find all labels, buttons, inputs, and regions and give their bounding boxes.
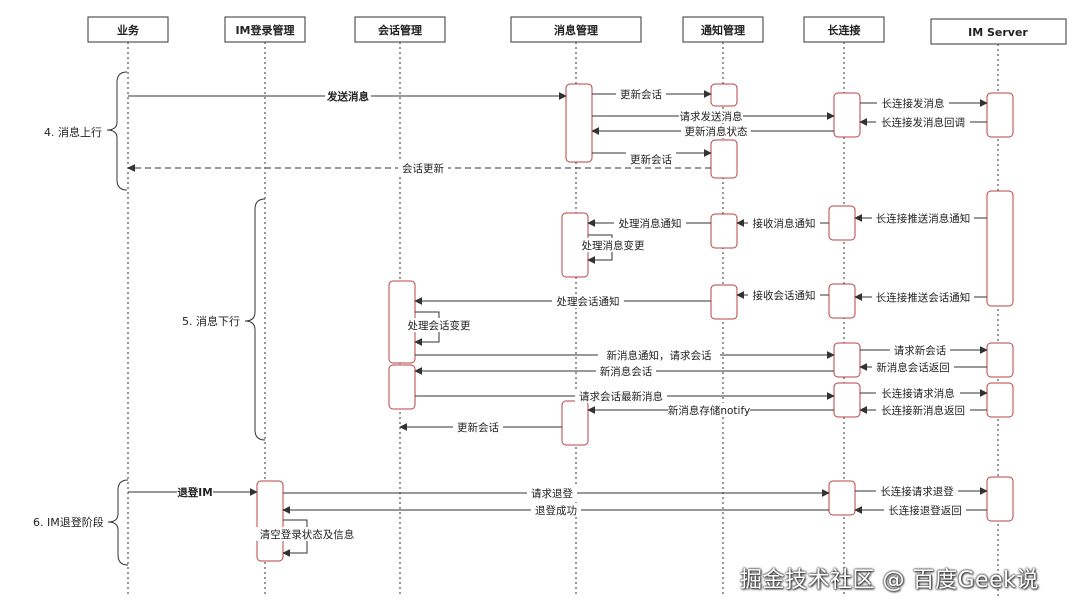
participant-server: IM Server	[930, 18, 1067, 45]
m14-label: 接收会话通知	[753, 289, 816, 302]
m22-label: 长连接请求消息	[881, 387, 955, 400]
activation-server-5	[986, 476, 1014, 522]
m6-label: 更新消息状态	[685, 125, 748, 138]
phase6-brace	[107, 479, 129, 566]
activation-server-4	[986, 382, 1014, 418]
phase4-label: 4. 消息上行	[44, 125, 102, 139]
participant-biz: 业务	[87, 16, 169, 43]
m4-label: 长连接发消息	[882, 97, 945, 110]
m9-label: 长连接推送消息通知	[876, 212, 971, 225]
participant-biz-label: 业务	[117, 23, 140, 37]
m1-label: 发送消息	[326, 90, 369, 103]
m20-label: 新消息会话	[600, 365, 653, 378]
participant-notify-label: 通知管理	[701, 23, 745, 37]
activation-login-1	[256, 480, 284, 562]
phase5-brace	[244, 198, 266, 441]
m2-label: 更新会话	[620, 88, 662, 101]
m11-label: 处理消息通知	[619, 217, 682, 230]
m29-label: 长连接退登返回	[888, 504, 962, 517]
m18-label: 请求新会话	[894, 344, 947, 357]
participant-conn-label: 长连接	[828, 23, 861, 37]
phase4-brace	[106, 71, 128, 191]
participant-msg-label: 消息管理	[554, 23, 598, 37]
m31-label: 清空登录状态及信息	[260, 528, 355, 541]
m21-label: 请求会话最新消息	[579, 390, 663, 403]
activation-msg-1	[565, 83, 593, 163]
m28-label: 长连接请求退登	[880, 485, 954, 498]
m8-label: 会话更新	[402, 162, 444, 175]
participant-notify: 通知管理	[682, 16, 764, 43]
activation-conn-1	[833, 92, 861, 138]
activation-notify-4	[710, 284, 738, 320]
participant-conv: 会话管理	[354, 16, 446, 43]
m15-label: 处理会话通知	[557, 295, 620, 308]
activation-msg-3	[561, 400, 589, 446]
m7-label: 更新会话	[630, 153, 672, 166]
m10-label: 接收消息通知	[753, 217, 816, 230]
activation-server-2	[986, 190, 1014, 307]
activation-server-3	[986, 342, 1014, 378]
activation-conn-4	[833, 342, 861, 378]
m19-label: 新消息会话返回	[876, 361, 950, 374]
m5-label: 长连接发消息回调	[881, 116, 965, 129]
activation-conn-2	[828, 205, 856, 241]
m27-label: 请求退登	[531, 487, 573, 500]
activation-server-1	[986, 92, 1014, 138]
activation-conn-6	[828, 480, 856, 516]
m3-label: 请求发送消息	[680, 110, 743, 123]
activation-conn-3	[828, 283, 856, 319]
participant-login: IM登录管理	[224, 16, 306, 43]
participant-server-label: IM Server	[968, 26, 1028, 39]
phase5-label: 5. 消息下行	[182, 314, 240, 328]
m16-label: 处理会话变更	[408, 319, 471, 332]
m25-label: 更新会话	[457, 421, 499, 434]
activation-notify-2	[710, 139, 738, 179]
m30-label: 退登成功	[535, 504, 577, 517]
activation-notify-1	[710, 83, 738, 107]
activation-conn-5	[833, 382, 861, 418]
m24-label: 新消息存储notify	[668, 404, 750, 417]
activation-notify-3	[710, 213, 738, 249]
m26-label: 退登IM	[177, 486, 212, 499]
participant-login-label: IM登录管理	[235, 23, 294, 37]
activation-conv-2	[388, 364, 416, 410]
participant-msg: 消息管理	[510, 16, 642, 43]
participant-conv-label: 会话管理	[378, 23, 422, 37]
watermark: 掘金技术社区 @ 百度Geek说	[740, 568, 1039, 593]
m13-label: 长连接推送会话通知	[876, 291, 971, 304]
m12-label: 处理消息变更	[582, 239, 645, 252]
m17-label: 新消息通知，请求会话	[607, 349, 712, 362]
m23-label: 长连接新消息返回	[881, 404, 965, 417]
phase6-label: 6. IM退登阶段	[33, 515, 104, 529]
participant-conn: 长连接	[803, 16, 885, 43]
